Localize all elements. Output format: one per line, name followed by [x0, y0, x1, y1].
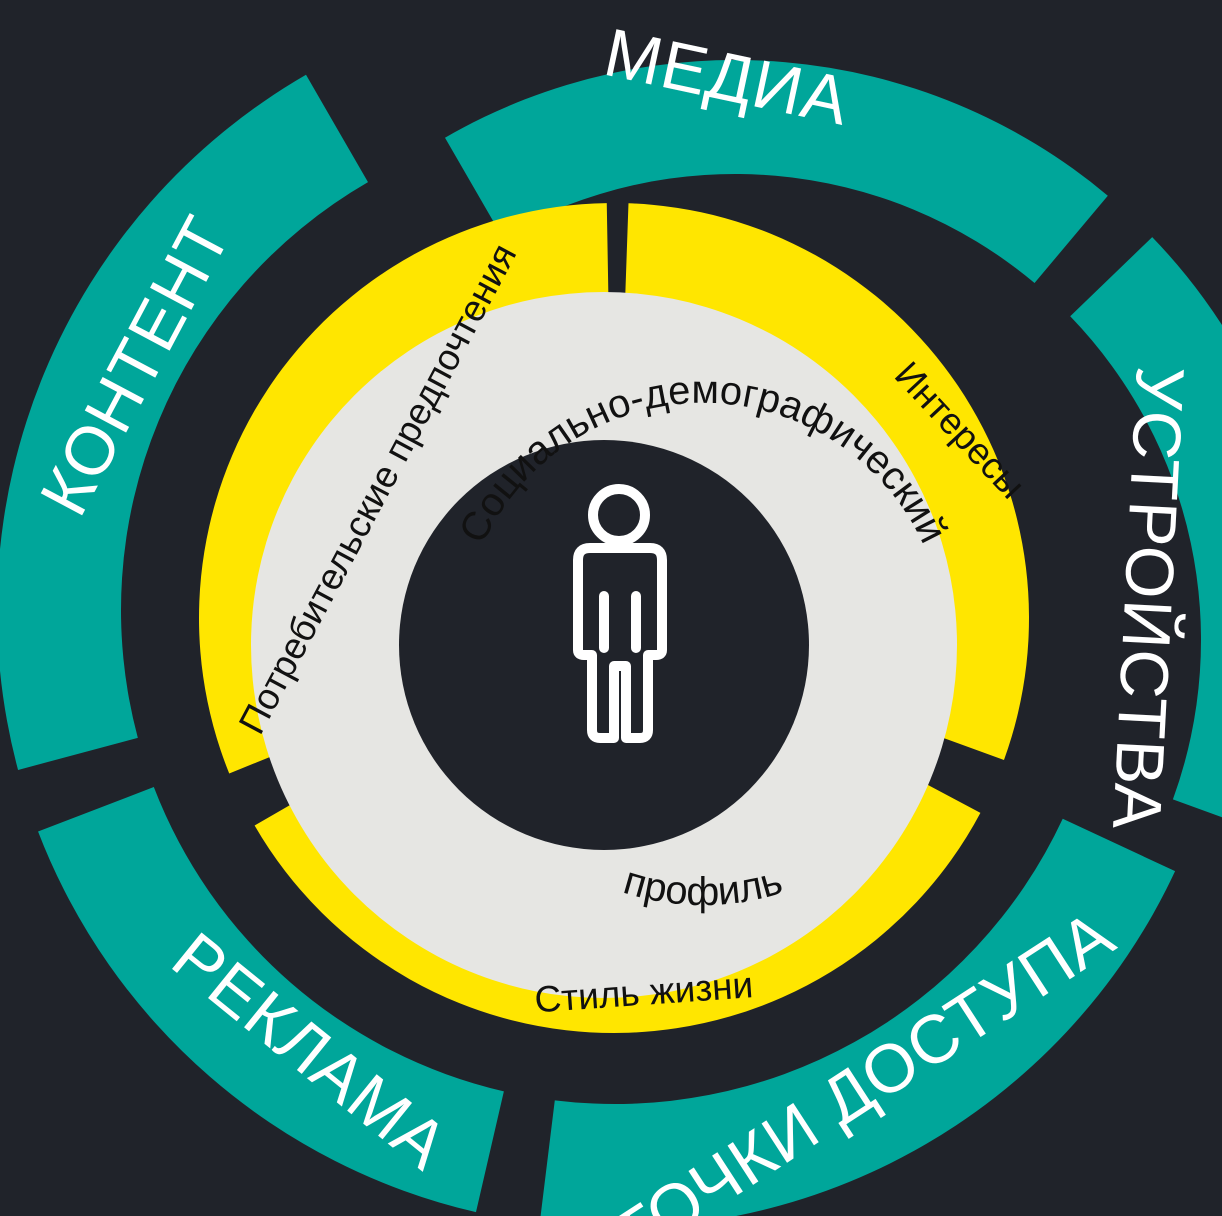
outer-segment-2: [1070, 237, 1222, 818]
outer-segment-4: [38, 787, 504, 1213]
outer-ring: [0, 60, 1222, 1216]
outer-segment-1: [445, 60, 1108, 284]
outer-segment-5: [0, 74, 368, 770]
outer-segment-3: [540, 818, 1176, 1216]
person-icon: [573, 484, 667, 743]
middle-segment-2: [254, 757, 981, 1034]
